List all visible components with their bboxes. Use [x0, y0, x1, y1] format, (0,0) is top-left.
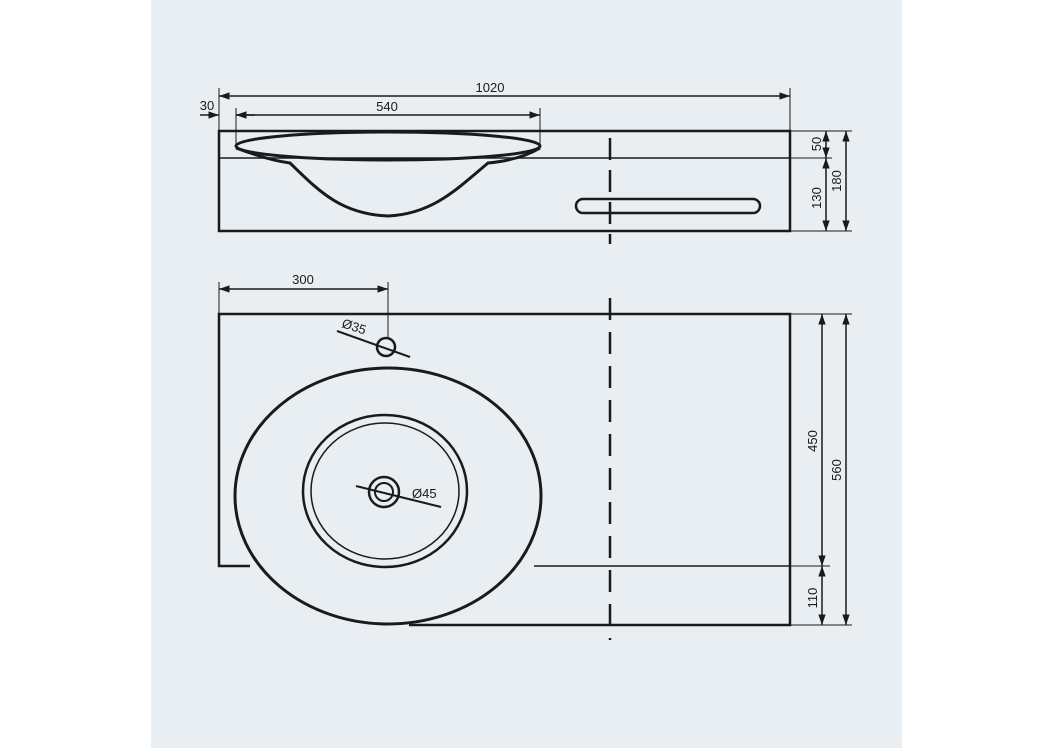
- dim-label-left-offset: 30: [200, 98, 214, 113]
- drain-inner: [374, 482, 394, 502]
- dim-label-depth-overhang: 110: [805, 588, 820, 609]
- basin-bowl-profile: [235, 146, 541, 218]
- countertop-body-outline: [217, 129, 792, 233]
- drawing-sheet: [151, 0, 902, 748]
- dim-label-total-height: 180: [829, 170, 844, 192]
- tap-hole-leader-line: [336, 330, 411, 358]
- top-plan-view: Ø45 Ø35: [217, 298, 792, 640]
- towel-slot: [574, 197, 762, 215]
- basin-inner-bowl-lip: [310, 422, 460, 560]
- side-dimensions: 1020 540 30 50 130 180: [200, 80, 852, 232]
- dim-label-tap-offset: 300: [292, 272, 314, 287]
- dim-label-overall-width: 1020: [476, 80, 505, 95]
- side-elevation-view: [217, 129, 792, 244]
- dim-label-depth-total: 560: [829, 459, 844, 481]
- basin-inner-bowl: [301, 413, 469, 569]
- countertop-plan-outline: [217, 312, 792, 627]
- plan-dimensions: 300 450 110 560: [218, 272, 852, 626]
- basin-rim: [234, 130, 542, 162]
- drain-leader-line: [355, 485, 442, 508]
- dim-label-depth-main: 450: [805, 430, 820, 452]
- dim-label-drain-diameter: Ø45: [412, 486, 437, 501]
- dim-label-basin-width: 540: [376, 99, 398, 114]
- tap-hole: [375, 336, 397, 358]
- drain-outer: [367, 475, 401, 509]
- basin-outer-rim: [233, 366, 543, 626]
- dim-label-tap-hole-diameter: Ø35: [340, 316, 368, 338]
- dim-label-rim-height: 50: [809, 137, 824, 151]
- dim-label-body-height: 130: [809, 187, 824, 209]
